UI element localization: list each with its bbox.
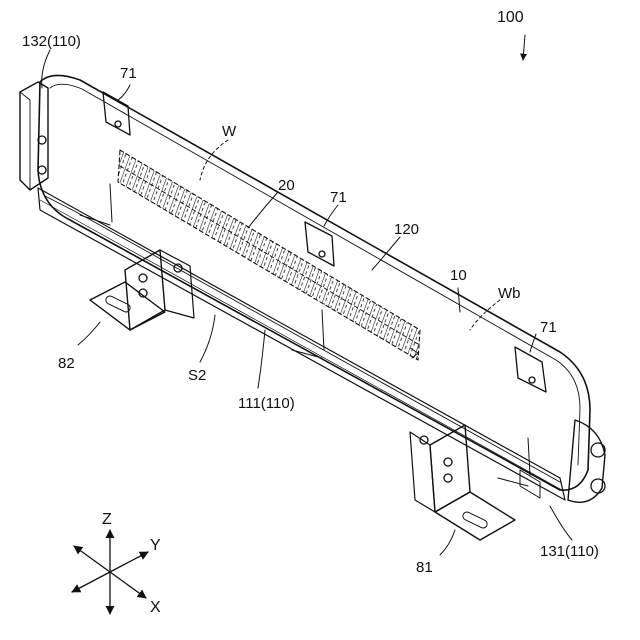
mount-bracket-81 — [410, 425, 515, 540]
bracket-71-left — [103, 92, 130, 135]
workpiece-region — [118, 150, 420, 360]
y-axis-arrow — [110, 552, 148, 572]
ref-100-label: 100 — [497, 10, 524, 26]
frame-111-label: 111(110) — [238, 396, 295, 411]
mount-82-label: 82 — [58, 356, 75, 371]
z-axis-label: Z — [102, 512, 112, 528]
bracket-71-right — [515, 347, 546, 392]
bracket-71-mid — [305, 222, 334, 266]
bracket-71-left-label: 71 — [120, 66, 137, 81]
end-cap-left — [20, 82, 48, 190]
y-axis-label: Y — [150, 538, 161, 554]
element-20-label: 20 — [278, 178, 295, 193]
x-axis-arrow — [110, 572, 146, 598]
cover-120-label: 120 — [394, 222, 419, 237]
leader-lines — [42, 35, 572, 555]
mount-bracket-82 — [90, 250, 194, 330]
end-cap-left-label: 132(110) — [22, 34, 81, 49]
axis-triad — [72, 530, 148, 614]
workpiece-label: W — [222, 124, 236, 139]
bracket-71-mid-label: 71 — [330, 190, 347, 205]
end-cap-right-label: 131(110) — [540, 544, 599, 559]
bracket-71-right-label: 71 — [540, 320, 557, 335]
x-axis-label: X — [150, 600, 161, 616]
surface-wb-label: Wb — [498, 286, 521, 301]
space-s2-label: S2 — [188, 368, 206, 383]
rail-clips — [80, 184, 530, 486]
body-10-label: 10 — [450, 268, 467, 283]
mount-81-label: 81 — [416, 560, 433, 575]
